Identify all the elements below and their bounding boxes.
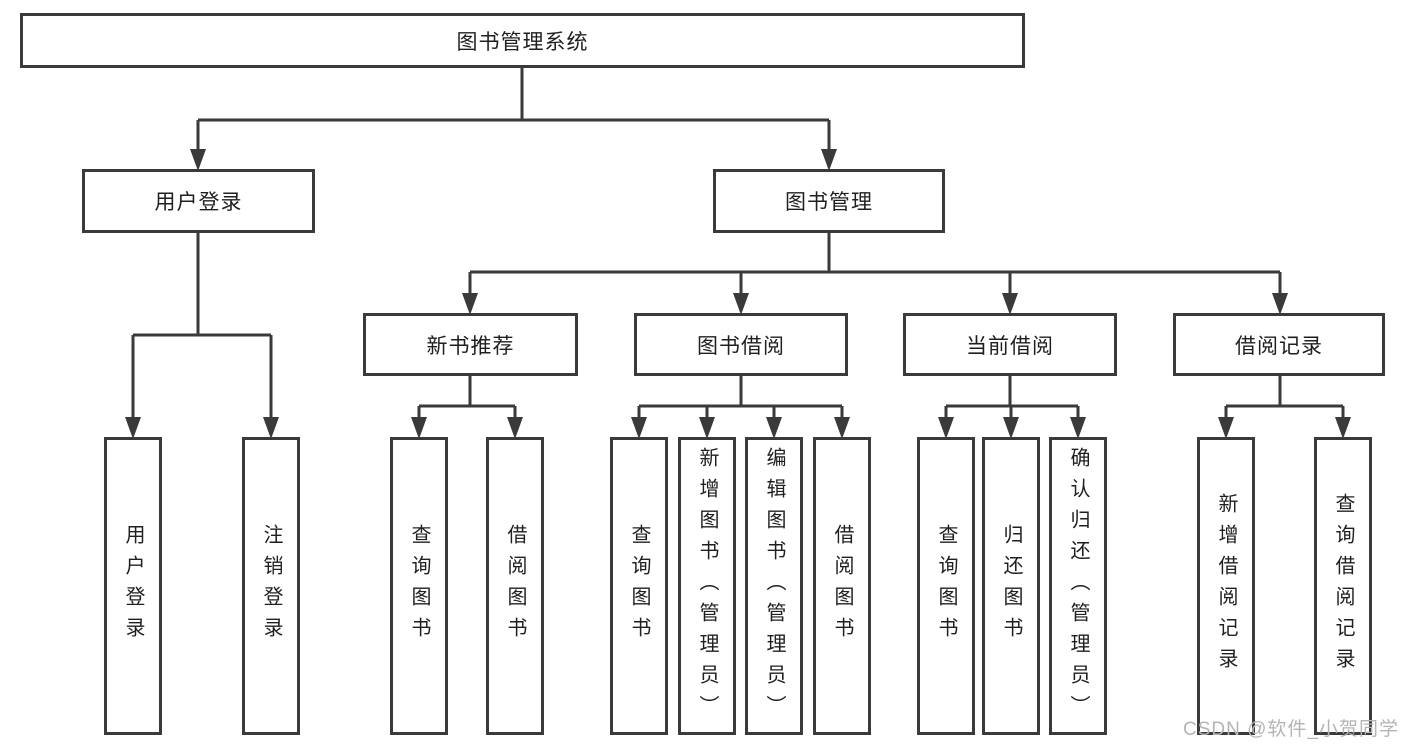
node-root: 图书管理系统 bbox=[20, 13, 1025, 68]
node-book-management: 图书管理 bbox=[713, 169, 945, 233]
node-root-label: 图书管理系统 bbox=[456, 30, 589, 54]
leaf-return-books: 归还图书 bbox=[982, 437, 1040, 735]
leaf-add-books-admin: 新增图书（管理员） bbox=[678, 437, 736, 735]
node-user-login-label: 用户登录 bbox=[154, 191, 243, 214]
arrowhead-icons bbox=[125, 149, 1351, 439]
node-book-management-label: 图书管理 bbox=[785, 191, 873, 214]
node-borrow-records-label: 借阅记录 bbox=[1235, 334, 1323, 358]
node-new-book-recommend-label: 新书推荐 bbox=[426, 334, 515, 358]
leaf-user-login: 用户登录 bbox=[104, 437, 162, 735]
csdn-watermark: CSDN @软件_小贺同学 bbox=[1183, 719, 1399, 740]
node-user-login: 用户登录 bbox=[82, 169, 315, 233]
leaf-borrow-books-borrowing: 借阅图书 bbox=[813, 437, 871, 735]
leaf-add-borrow-record: 新增借阅记录 bbox=[1197, 437, 1255, 735]
leaf-query-books-borrowing: 查询图书 bbox=[610, 437, 668, 735]
leaf-confirm-return-admin: 确认归还（管理员） bbox=[1049, 437, 1107, 735]
node-current-borrowing: 当前借阅 bbox=[903, 313, 1117, 376]
leaf-borrow-books-recommend: 借阅图书 bbox=[486, 437, 544, 735]
node-new-book-recommend: 新书推荐 bbox=[363, 313, 578, 376]
leaf-query-borrow-record: 查询借阅记录 bbox=[1314, 437, 1372, 735]
leaf-logout: 注销登录 bbox=[242, 437, 300, 735]
node-current-borrowing-label: 当前借阅 bbox=[966, 334, 1054, 358]
node-book-borrowing: 图书借阅 bbox=[634, 313, 848, 376]
node-book-borrowing-label: 图书借阅 bbox=[697, 334, 785, 358]
leaf-edit-books-admin: 编辑图书（管理员） bbox=[745, 437, 803, 735]
node-borrow-records: 借阅记录 bbox=[1173, 313, 1385, 376]
leaf-query-books-recommend: 查询图书 bbox=[390, 437, 448, 735]
leaf-query-books-current: 查询图书 bbox=[917, 437, 975, 735]
